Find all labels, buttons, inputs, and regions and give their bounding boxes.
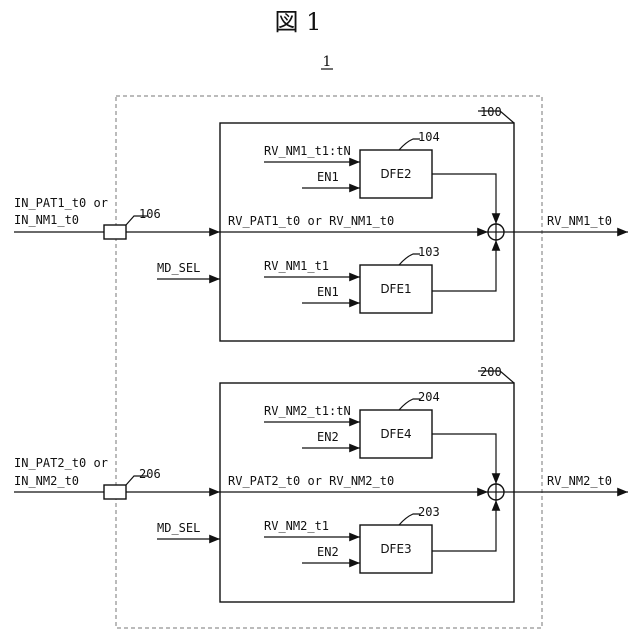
- dfe-103-input-a-label: RV_NM1_t1: [264, 259, 329, 273]
- dfe-204-input-b-label: EN2: [317, 430, 339, 444]
- system-reference: 1: [323, 54, 332, 70]
- dfe-103-input-b-label: EN1: [317, 285, 339, 299]
- dfe-block-204-name: DFE4: [380, 427, 411, 441]
- input-2-label-line2: IN_NM2_t0: [14, 474, 79, 488]
- port-206: [104, 485, 126, 499]
- dfe-block-103-name: DFE1: [380, 282, 411, 296]
- dfe-103-ref: 103: [418, 245, 440, 259]
- dfe-203-input-a-label: RV_NM2_t1: [264, 519, 329, 533]
- port-106: [104, 225, 126, 239]
- output-1-label: RV_NM1_t0: [547, 214, 612, 228]
- port-206-ref: 206: [139, 467, 161, 481]
- dfe-203-ref: 203: [418, 505, 440, 519]
- dfe-block-203-name: DFE3: [380, 542, 411, 556]
- dfe-block-104-name: DFE2: [380, 167, 411, 181]
- block-200-ref: 200: [480, 365, 502, 379]
- md-sel-2-label: MD_SEL: [157, 521, 200, 535]
- port-106-ref: 106: [139, 207, 161, 221]
- main-signal-2-label: RV_PAT2_t0 or RV_NM2_t0: [228, 474, 394, 488]
- output-2-label: RV_NM2_t0: [547, 474, 612, 488]
- block-100-ref: 100: [480, 105, 502, 119]
- main-signal-1-label: RV_PAT1_t0 or RV_NM1_t0: [228, 214, 394, 228]
- input-1-label-line2: IN_NM1_t0: [14, 213, 79, 227]
- dfe-104-ref: 104: [418, 130, 440, 144]
- dfe-204-ref: 204: [418, 390, 440, 404]
- md-sel-1-label: MD_SEL: [157, 261, 200, 275]
- dfe-104-input-b-label: EN1: [317, 170, 339, 184]
- input-2-label-line1: IN_PAT2_t0 or: [14, 456, 108, 470]
- dfe-204-input-a-label: RV_NM2_t1:tN: [264, 404, 351, 418]
- input-1-label-line1: IN_PAT1_t0 or: [14, 196, 108, 210]
- dfe-203-input-b-label: EN2: [317, 545, 339, 559]
- figure-title: 図 1: [275, 8, 322, 36]
- dfe-104-input-a-label: RV_NM1_t1:tN: [264, 144, 351, 158]
